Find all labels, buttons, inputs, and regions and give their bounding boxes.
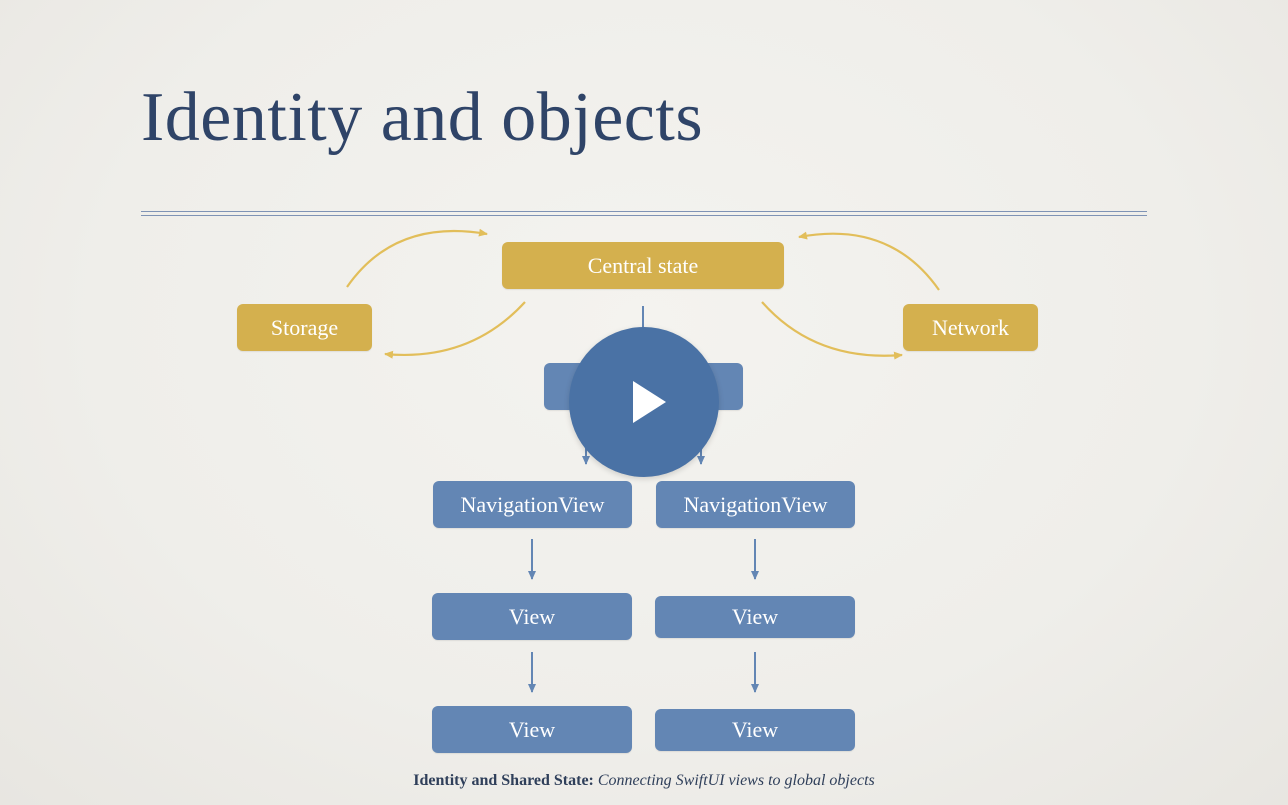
- central-state-box: Central state: [502, 242, 784, 289]
- caption-bold: Identity and Shared State:: [413, 772, 594, 789]
- central-to-storage-arrow: [384, 301, 526, 359]
- title-rule-bottom: [141, 215, 1147, 216]
- slide-caption: Identity and Shared State: Connecting Sw…: [0, 772, 1288, 790]
- view-right-2: View: [655, 709, 855, 751]
- slide-title: Identity and objects: [141, 79, 704, 156]
- view-left-1: View: [432, 593, 632, 640]
- navigation-view-right: NavigationView: [656, 481, 855, 528]
- network-to-central-arrow: [798, 231, 940, 291]
- play-button[interactable]: [569, 327, 719, 477]
- central-to-network-arrow: [761, 301, 903, 360]
- caption-italic: Connecting SwiftUI views to global objec…: [597, 772, 875, 789]
- view-right-1: View: [655, 596, 855, 638]
- view-left-2: View: [432, 706, 632, 753]
- play-icon: [633, 381, 666, 423]
- storage-box: Storage: [237, 304, 372, 351]
- navigation-view-left: NavigationView: [433, 481, 632, 528]
- network-box: Network: [903, 304, 1038, 351]
- title-rule-top: [141, 211, 1147, 212]
- storage-to-central-arrow: [346, 228, 488, 288]
